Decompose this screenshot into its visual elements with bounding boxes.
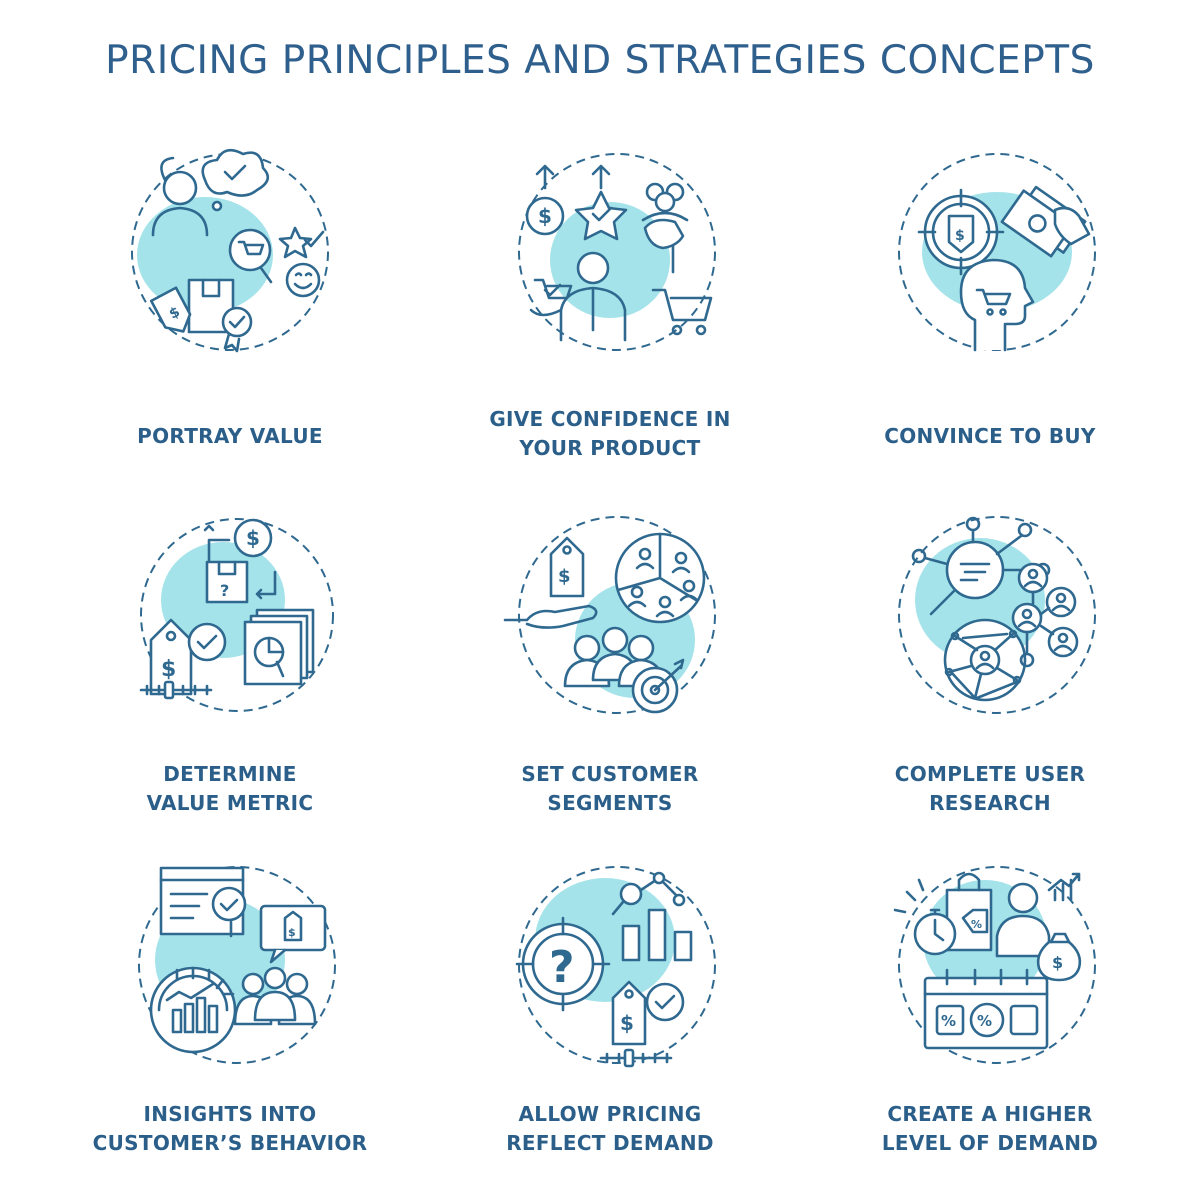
user-research-icon: [898, 516, 1096, 714]
dollar-glyph: $: [246, 526, 260, 550]
concept-label: CREATE A HIGHER LEVEL OF DEMAND: [881, 1102, 1099, 1155]
dollar-glyph: $: [288, 926, 296, 939]
concept-customer-behavior: $ INSIGHTS INTO CUSTOMER’S BEHAVIOR: [50, 860, 410, 1190]
concept-label: DETERMINE VALUE METRIC: [146, 762, 314, 815]
concept-portray-value: $ PORTRAY VALUE: [50, 140, 410, 470]
concept-higher-demand: % $ % % CREATE A HIGHER LEVEL OF DEMAND: [810, 860, 1170, 1190]
concept-label: CONVINCE TO BUY: [884, 424, 1096, 448]
page-title: PRICING PRINCIPLES AND STRATEGIES CONCEP…: [105, 38, 1095, 83]
concept-label: GIVE CONFIDENCE IN YOUR PRODUCT: [489, 407, 731, 460]
concept-label: ALLOW PRICING REFLECT DEMAND: [506, 1102, 714, 1155]
concept-label: INSIGHTS INTO CUSTOMER’S BEHAVIOR: [92, 1102, 368, 1155]
customer-behavior-icon: $: [138, 866, 336, 1064]
customer-segments-icon: $: [503, 516, 716, 714]
concept-label: COMPLETE USER RESEARCH: [894, 762, 1086, 815]
dollar-glyph: $: [955, 228, 965, 244]
dollar-glyph: $: [620, 1011, 634, 1035]
concept-label: SET CUSTOMER SEGMENTS: [521, 762, 699, 815]
question-glyph: ?: [549, 942, 575, 993]
concept-give-confidence: $ GIVE CONFIDENCE IN YOUR PRODUCT: [430, 140, 790, 470]
concept-reflect-demand: ? $ ALLOW PRICING REFLECT DEMAND: [430, 860, 790, 1190]
higher-demand-icon: % $ % %: [893, 866, 1096, 1064]
reflect-demand-icon: ? $: [515, 866, 716, 1068]
convince-to-buy-icon: $: [898, 153, 1096, 352]
percent-glyph: %: [971, 918, 982, 931]
concept-convince-to-buy: $ CONVINCE TO BUY: [810, 140, 1170, 470]
percent-glyph: %: [977, 1012, 992, 1030]
question-glyph: ?: [220, 581, 229, 600]
portray-value-icon: $: [131, 148, 329, 353]
dollar-glyph: $: [1052, 953, 1063, 972]
give-confidence-icon: $: [518, 153, 716, 351]
dollar-glyph: $: [161, 657, 176, 682]
concept-determine-value-metric: $ ? $ DETERMINE VALUE METRIC: [50, 510, 410, 840]
value-metric-icon: $ ? $: [139, 518, 334, 712]
concept-label: PORTRAY VALUE: [137, 424, 323, 448]
concept-set-customer-segments: $ SET CUSTOMER SEGMENTS: [430, 510, 790, 840]
percent-glyph: %: [941, 1012, 956, 1030]
dollar-glyph: $: [558, 566, 571, 587]
dollar-glyph: $: [538, 204, 552, 228]
concept-complete-user-research: COMPLETE USER RESEARCH: [810, 510, 1170, 840]
